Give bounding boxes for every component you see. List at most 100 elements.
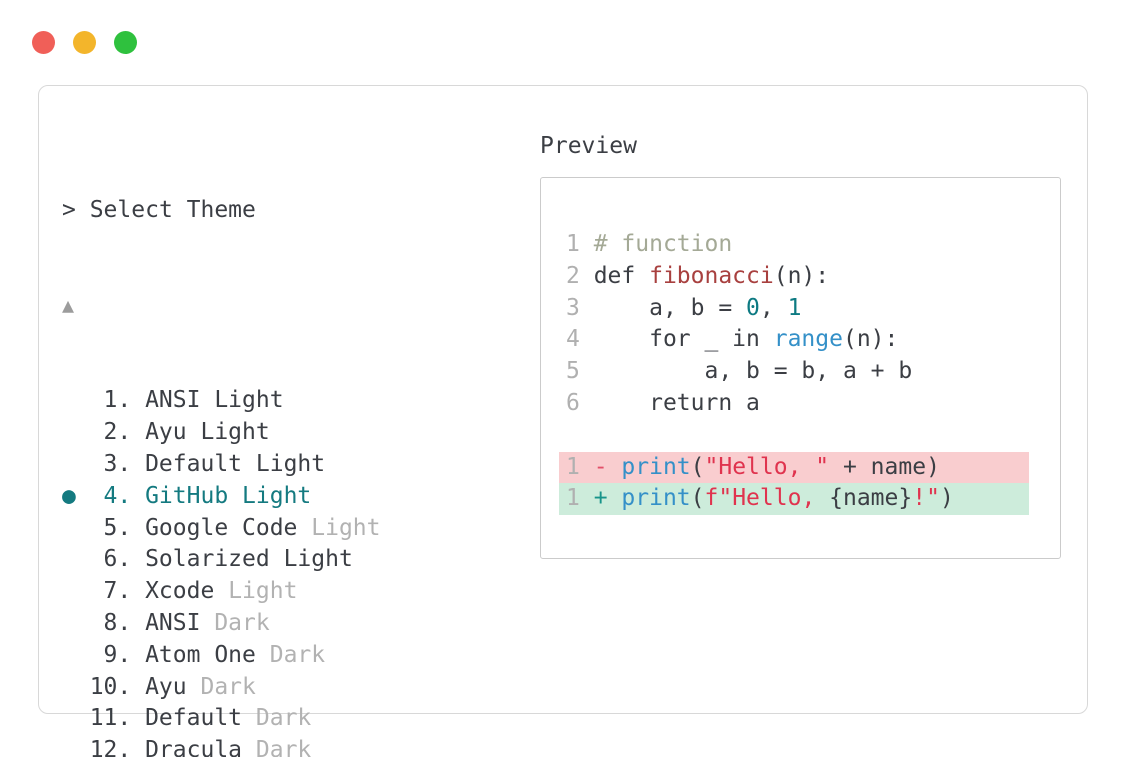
diff-line-ins: 1 + print(f"Hello, {name}!") <box>559 483 1029 516</box>
token-string: "Hello, " <box>704 453 830 480</box>
code-line-1: 1 # function <box>566 229 1060 261</box>
theme-number: 12. <box>89 737 132 757</box>
theme-option-default-light[interactable]: 3. Default Light <box>62 449 879 481</box>
theme-variant: Light <box>242 482 312 509</box>
theme-variant: Dark <box>255 737 312 757</box>
token-text: return a <box>593 389 760 416</box>
token-text: (n): <box>773 262 830 289</box>
close-button[interactable] <box>32 31 55 54</box>
token-func: fibonacci <box>649 262 774 289</box>
token-text: for _ in <box>593 326 774 353</box>
token-text: a, b = b, a + b <box>593 358 913 385</box>
theme-name: Default <box>145 450 243 477</box>
token-text: {name} <box>829 485 913 512</box>
prompt-icon: > <box>62 196 76 223</box>
token-builtin: range <box>773 326 843 353</box>
minimize-button[interactable] <box>73 31 96 54</box>
theme-variant: Light <box>214 387 284 414</box>
theme-number: 9. <box>103 641 132 668</box>
theme-option-github-light[interactable]: ● 4. GitHub Light <box>62 481 879 513</box>
theme-variant: Light <box>200 419 270 446</box>
theme-variant: Light <box>283 546 353 573</box>
theme-option-atom-one-dark[interactable]: 9. Atom One Dark <box>62 640 879 672</box>
theme-number: 1. <box>103 387 132 414</box>
theme-name: ANSI <box>145 387 201 414</box>
token-text: (n): <box>842 326 899 353</box>
theme-number: 4. <box>103 482 132 509</box>
line-number: 3 <box>566 294 580 321</box>
theme-option-ansi-dark[interactable]: 8. ANSI Dark <box>62 608 879 640</box>
token-comment: # function <box>593 231 733 257</box>
theme-number: 7. <box>103 578 132 605</box>
theme-number: 5. <box>103 514 132 541</box>
line-number: 1 <box>566 453 580 480</box>
theme-option-default-dark[interactable]: 11. Default Dark <box>62 703 879 735</box>
theme-variant: Dark <box>200 673 256 700</box>
theme-number: 3. <box>103 450 132 477</box>
theme-option-xcode-light[interactable]: 7. Xcode Light <box>62 576 879 608</box>
token-number: 0 <box>746 294 760 321</box>
theme-name: GitHub <box>145 482 229 509</box>
theme-number: 10. <box>89 673 132 700</box>
token-number: 1 <box>787 294 802 321</box>
scroll-up-icon[interactable]: ▲ <box>62 292 75 317</box>
theme-number: 11. <box>89 705 132 732</box>
picker-title: Select Theme <box>89 196 256 223</box>
theme-option-ansi-light[interactable]: 1. ANSI Light <box>62 385 879 417</box>
theme-variant: Dark <box>269 641 326 668</box>
token-string: f"Hello, <box>704 485 830 512</box>
theme-name: Atom One <box>145 641 256 668</box>
theme-variant: Dark <box>214 609 270 636</box>
token-text: ( <box>690 453 705 480</box>
token-builtin: print <box>621 485 691 512</box>
token-del: - <box>593 453 622 480</box>
token-text: def <box>593 262 650 289</box>
token-text: ) <box>939 485 954 512</box>
line-number: 5 <box>566 358 580 385</box>
theme-name: Dracula <box>145 737 243 757</box>
theme-name: Default <box>145 705 243 732</box>
line-number: 1 <box>566 231 580 257</box>
preview-title: Preview <box>540 133 637 159</box>
theme-option-ayu-dark[interactable]: 10. Ayu Dark <box>62 672 879 704</box>
theme-variant: Light <box>311 514 381 541</box>
code-line-7 <box>566 420 1060 452</box>
token-text: + name) <box>829 453 940 480</box>
theme-number: 6. <box>103 546 132 573</box>
code-line-2: 2 def fibonacci(n): <box>566 261 1060 293</box>
theme-option-ayu-light[interactable]: 2. Ayu Light <box>62 417 879 449</box>
theme-name: Ayu <box>145 673 187 700</box>
theme-variant: Light <box>228 578 298 605</box>
theme-variant: Dark <box>255 705 312 732</box>
theme-option-solarized-light[interactable]: 6. Solarized Light <box>62 544 879 576</box>
token-ins: + <box>593 485 622 512</box>
token-string: !" <box>912 485 940 512</box>
line-number: 6 <box>566 389 580 416</box>
code-line-6: 6 return a <box>566 388 1060 420</box>
token-builtin: print <box>621 453 691 480</box>
picker-header: > Select Theme <box>62 195 879 227</box>
theme-name: Ayu <box>145 419 187 446</box>
theme-option-dracula-dark[interactable]: 12. Dracula Dark <box>62 735 879 757</box>
theme-name: Xcode <box>145 578 215 605</box>
line-number: 2 <box>566 262 580 289</box>
zoom-button[interactable] <box>114 31 137 54</box>
theme-variant: Light <box>255 450 326 477</box>
code-line-5: 5 a, b = b, a + b <box>566 356 1060 388</box>
theme-option-google-code-light[interactable]: 5. Google Code Light <box>62 513 879 545</box>
theme-number: 2. <box>103 419 132 446</box>
theme-name: ANSI <box>145 609 201 636</box>
theme-number: 8. <box>103 609 132 636</box>
token-text: a, b = <box>593 294 747 321</box>
token-text: , <box>759 294 788 321</box>
line-number: 1 <box>566 485 580 512</box>
code-line-4: 4 for _ in range(n): <box>566 324 1060 356</box>
token-text: ( <box>690 485 705 512</box>
selected-marker: ● <box>62 482 76 509</box>
